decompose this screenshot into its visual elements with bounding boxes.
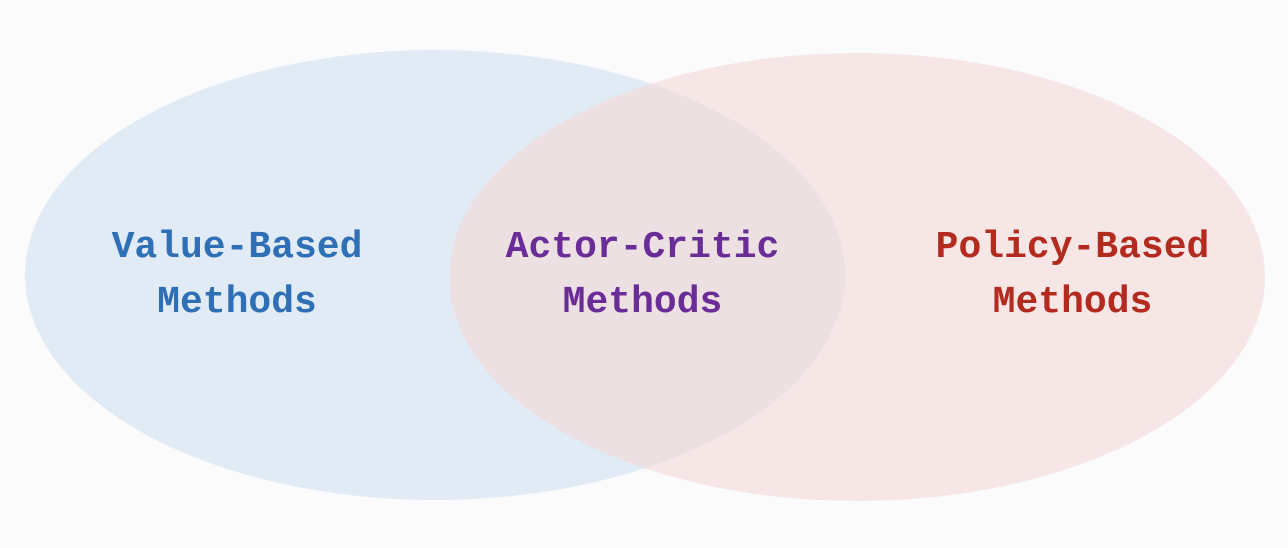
actor-critic-label: Actor-Critic Methods (460, 220, 825, 330)
policy-based-set-circle (449, 53, 1265, 501)
policy-based-label: Policy-Based Methods (890, 220, 1255, 330)
actor-critic-label-line1: Actor-Critic (505, 226, 780, 269)
value-based-label-line2: Methods (157, 281, 317, 324)
policy-based-label-line2: Methods (992, 281, 1153, 324)
policy-based-label-line1: Policy-Based (935, 226, 1210, 269)
actor-critic-label-line2: Methods (562, 281, 723, 324)
value-based-label: Value-Based Methods (67, 220, 407, 330)
value-based-label-line1: Value-Based (111, 226, 363, 269)
